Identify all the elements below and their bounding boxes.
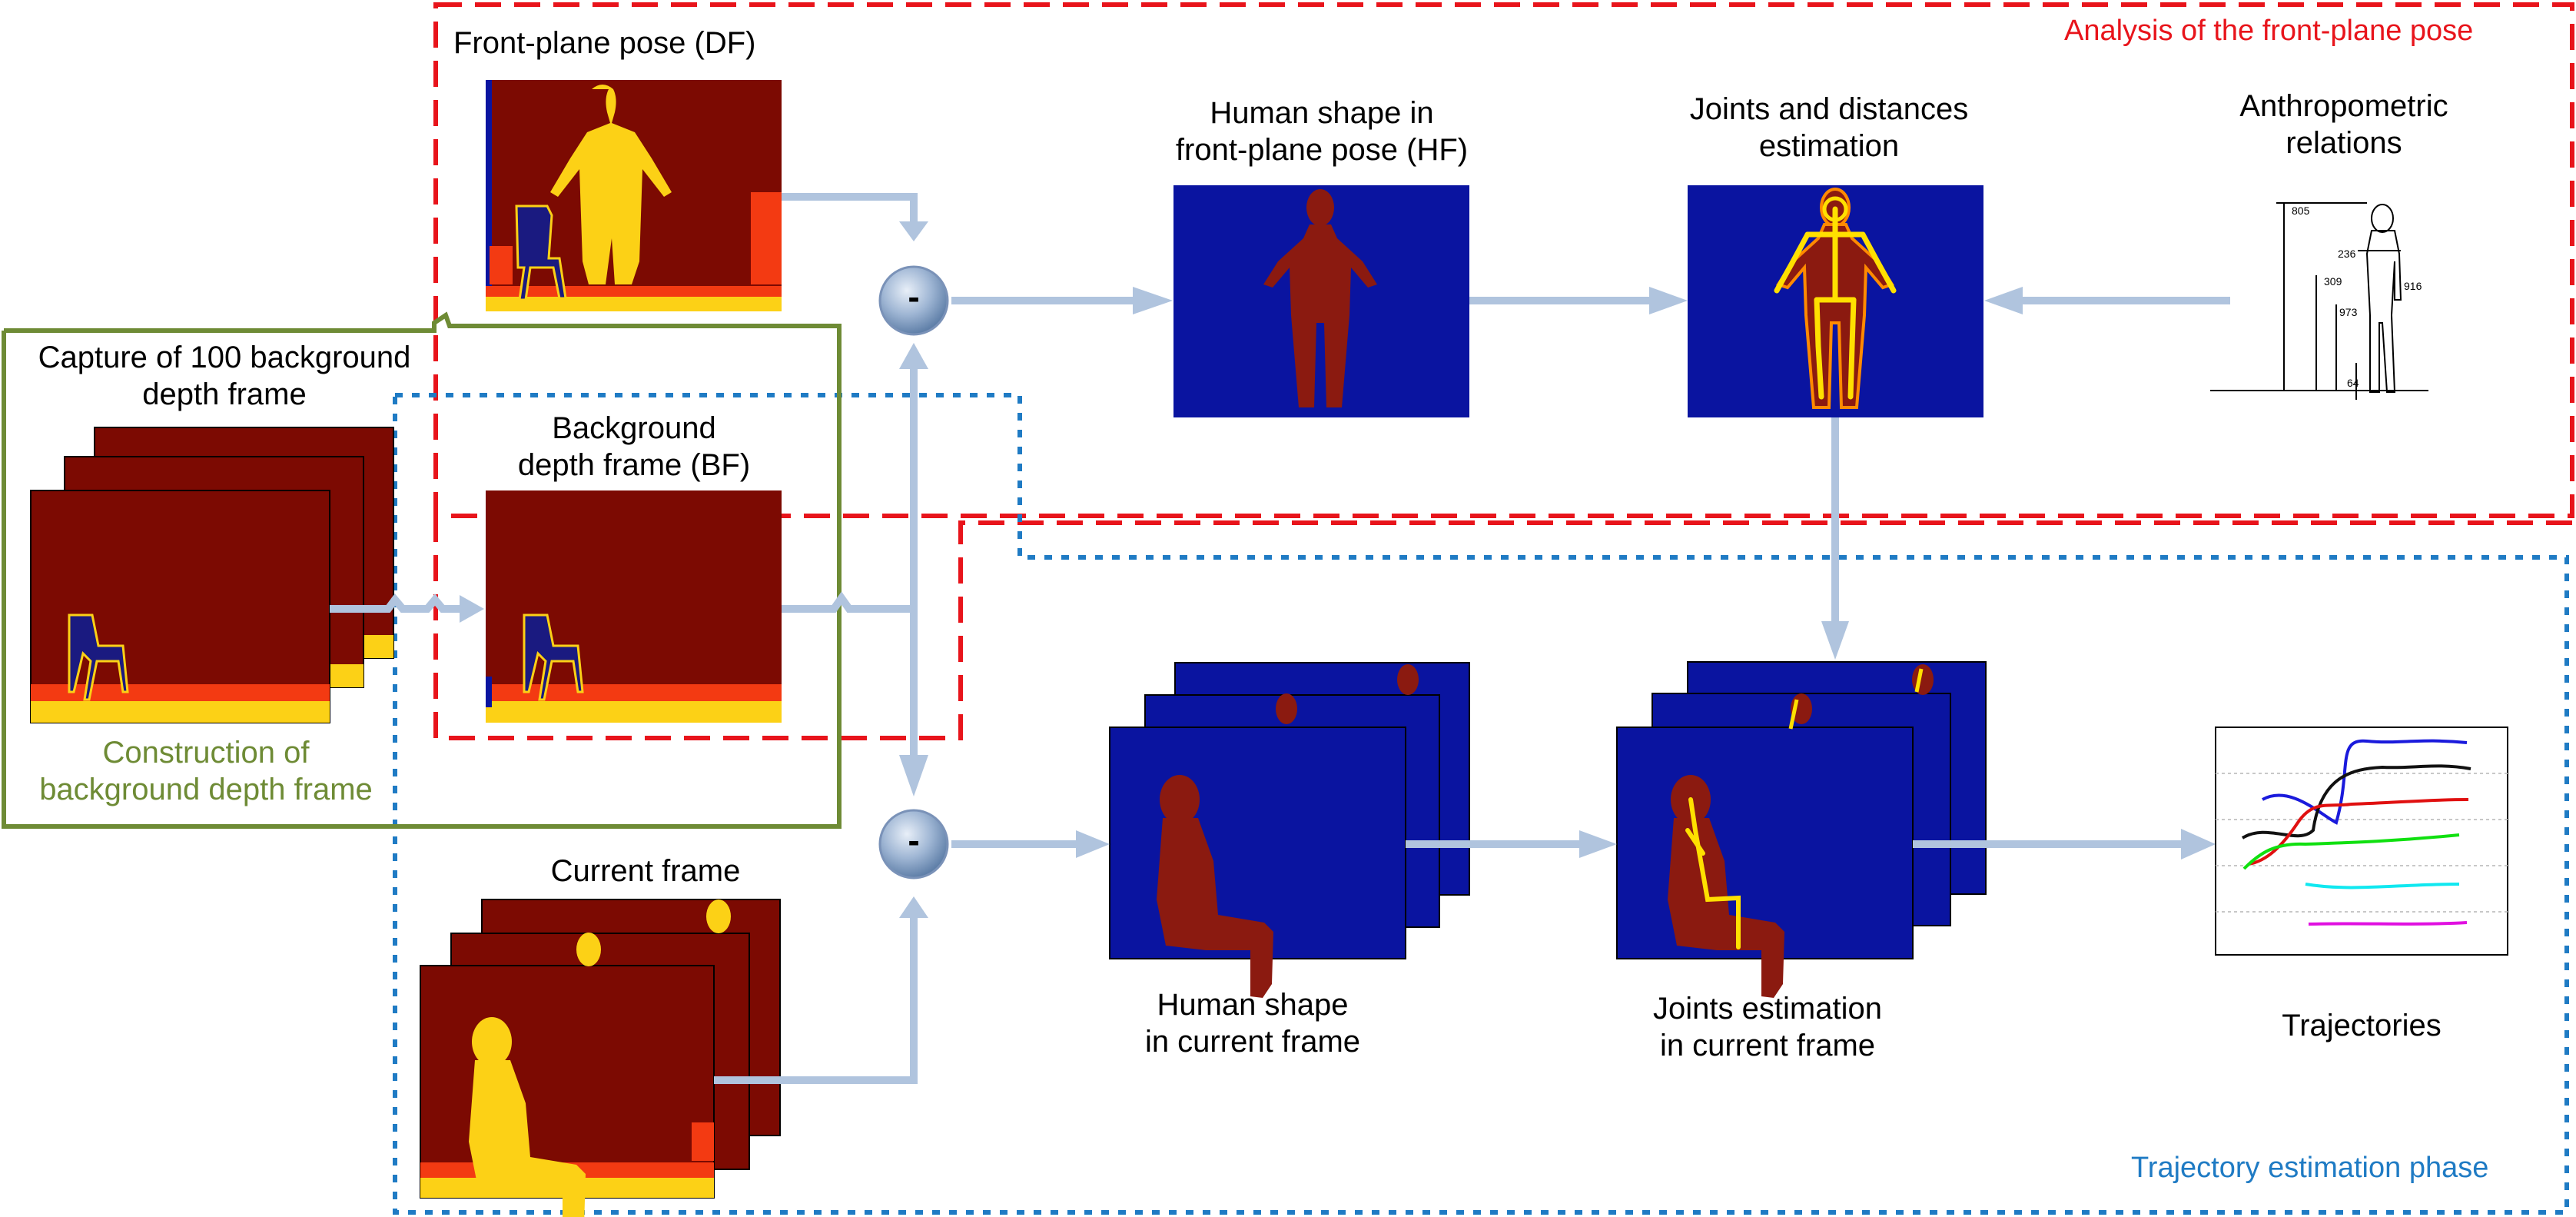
trajectory-phase-label: Trajectory estimation phase — [2131, 1152, 2489, 1184]
joints-current-line2: in current frame — [1659, 1029, 1876, 1062]
construction-line1: Construction of — [102, 736, 310, 770]
anthropometric-line2: relations — [2286, 126, 2402, 160]
anthropometric-label: Anthropometric relations — [2175, 88, 2513, 161]
capture-frames-stack — [30, 427, 394, 723]
human-shape-front-line1: Human shape in — [1210, 96, 1434, 130]
minus-bottom-label: - — [908, 820, 920, 860]
trajectory-phase-border — [393, 393, 2569, 1215]
current-frame-label: Current frame — [550, 854, 741, 888]
measure-309: 309 — [2324, 275, 2342, 288]
human-shape-front-image — [1173, 185, 1469, 417]
background-frame-image — [486, 490, 782, 723]
analysis-phase-border — [433, 2, 2574, 518]
subtract-operator-top — [878, 265, 949, 336]
front-plane-pose-label: Front-plane pose (DF) — [453, 26, 756, 60]
capture-title-line2: depth frame — [142, 377, 307, 411]
human-shape-front-line2: front-plane pose (HF) — [1175, 133, 1469, 167]
human-shape-current-stack — [1109, 662, 1470, 998]
analysis-phase-label: Analysis of the front-plane pose — [2064, 15, 2474, 47]
measure-805: 805 — [2292, 204, 2310, 217]
human-shape-current-line2: in current frame — [1144, 1025, 1361, 1059]
capture-title: Capture of 100 background depth frame — [14, 339, 435, 413]
analysis-phase-border-lower — [433, 516, 2572, 740]
current-frames-stack — [420, 899, 781, 1217]
front-plane-pose-image — [486, 80, 782, 311]
human-shape-current-label: Human shape in current frame — [1068, 986, 1437, 1060]
arrow-heads — [460, 221, 2216, 918]
joints-distances-label: Joints and distances estimation — [1622, 91, 2037, 165]
joints-current-line1: Joints estimation — [1653, 992, 1882, 1026]
measure-973: 973 — [2339, 306, 2358, 318]
measure-916: 916 — [2404, 280, 2422, 292]
background-frame-line2: depth frame (BF) — [517, 448, 751, 482]
construction-border — [2, 311, 842, 829]
anthropometric-figure — [2210, 202, 2428, 400]
trajectories-label: Trajectories — [2282, 1009, 2442, 1042]
joints-front-image — [1688, 185, 1983, 417]
construction-label: Construction of background depth frame — [14, 734, 398, 808]
measure-64: 64 — [2347, 377, 2359, 389]
anthropometric-line1: Anthropometric — [2239, 89, 2448, 123]
construction-line2: background depth frame — [39, 773, 373, 806]
human-shape-front-label: Human shape in front-plane pose (HF) — [1114, 95, 1529, 168]
joints-distances-line1: Joints and distances — [1689, 92, 1969, 126]
background-frame-line1: Background — [552, 411, 716, 445]
capture-title-line1: Capture of 100 background — [38, 341, 411, 374]
background-frame-label: Background depth frame (BF) — [484, 410, 784, 484]
joints-current-label: Joints estimation in current frame — [1583, 990, 1952, 1064]
flow-arrows — [330, 193, 2230, 1084]
measure-236: 236 — [2338, 248, 2356, 260]
trajectories-plot — [2215, 727, 2508, 956]
human-shape-current-line1: Human shape — [1157, 988, 1349, 1022]
minus-top-label: - — [908, 277, 920, 317]
joints-current-stack — [1616, 661, 1987, 998]
joints-distances-line2: estimation — [1758, 129, 1900, 163]
subtract-operator-bottom — [878, 809, 949, 879]
